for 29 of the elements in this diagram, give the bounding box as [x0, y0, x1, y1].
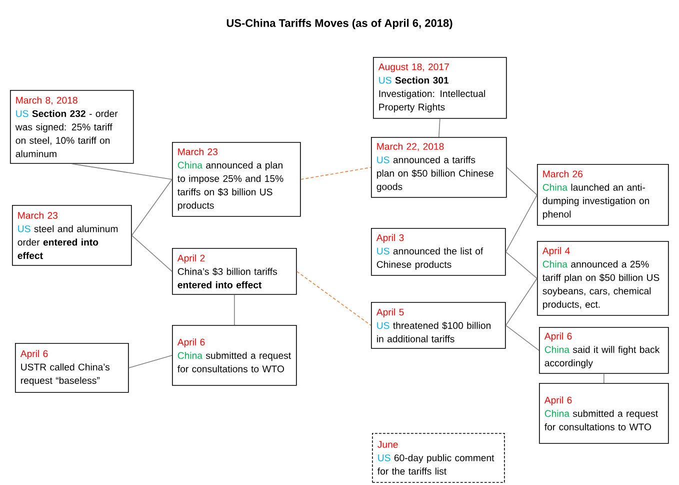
connector-line [505, 325, 540, 351]
connector-line [505, 252, 538, 279]
event-box: April 6 China submitted a request for consultations to WTO [172, 325, 297, 386]
connector-line [128, 355, 172, 368]
event-box: April 3 US announced the list of Chinese products [371, 228, 506, 276]
event-box: April 2 China’s $3 billion tariffs entered into effect [172, 248, 297, 295]
event-box: March 23 US steel and aluminum order entered into effect [12, 205, 132, 266]
connector-line [131, 179, 172, 236]
event-box: March 26 China launched an anti-dumping investigation on phenol [537, 164, 669, 226]
event-box: August 18, 2017 US Section 301 Investigation: Intellectual Property Rights [373, 57, 507, 119]
connector-line [505, 278, 538, 326]
connector-line [72, 163, 172, 180]
event-box: March 22, 2018 US announced a tariffs plan on $50 billion Chinese goods [371, 137, 507, 198]
connector-line [234, 294, 235, 326]
event-box: March 8, 2018 US Section 232 - order was signed: 25% tariff on steel, 10% tariff on aluminum [10, 90, 134, 164]
dashed-connector [296, 271, 372, 326]
event-box: April 4 China announced a 25% tariff plan on $50 billion US soybeans, cars, chemical products, ect. [537, 241, 669, 316]
connector-line [505, 194, 538, 252]
event-box: June US 60-day public comment for the tariffs list [372, 433, 505, 483]
event-box: April 5 US threatened $100 billion in additional tariffs [371, 302, 506, 349]
dashed-connector [300, 167, 372, 180]
connector-line [506, 167, 538, 196]
connector-line [131, 235, 172, 272]
connector-line [438, 118, 440, 138]
event-box: April 6 China said it will fight back accordingly [539, 327, 669, 374]
event-box: March 23 China announced a plan to impose 25% and 15% tariffs on $3 billion US products [172, 142, 301, 217]
event-box: April 6 China submitted a request for consultations to WTO [539, 383, 669, 444]
event-box: April 6 USTR called China’s request “baseless” [15, 343, 129, 393]
title: US-China Tariffs Moves (as of April 6, 2018) [226, 18, 452, 30]
